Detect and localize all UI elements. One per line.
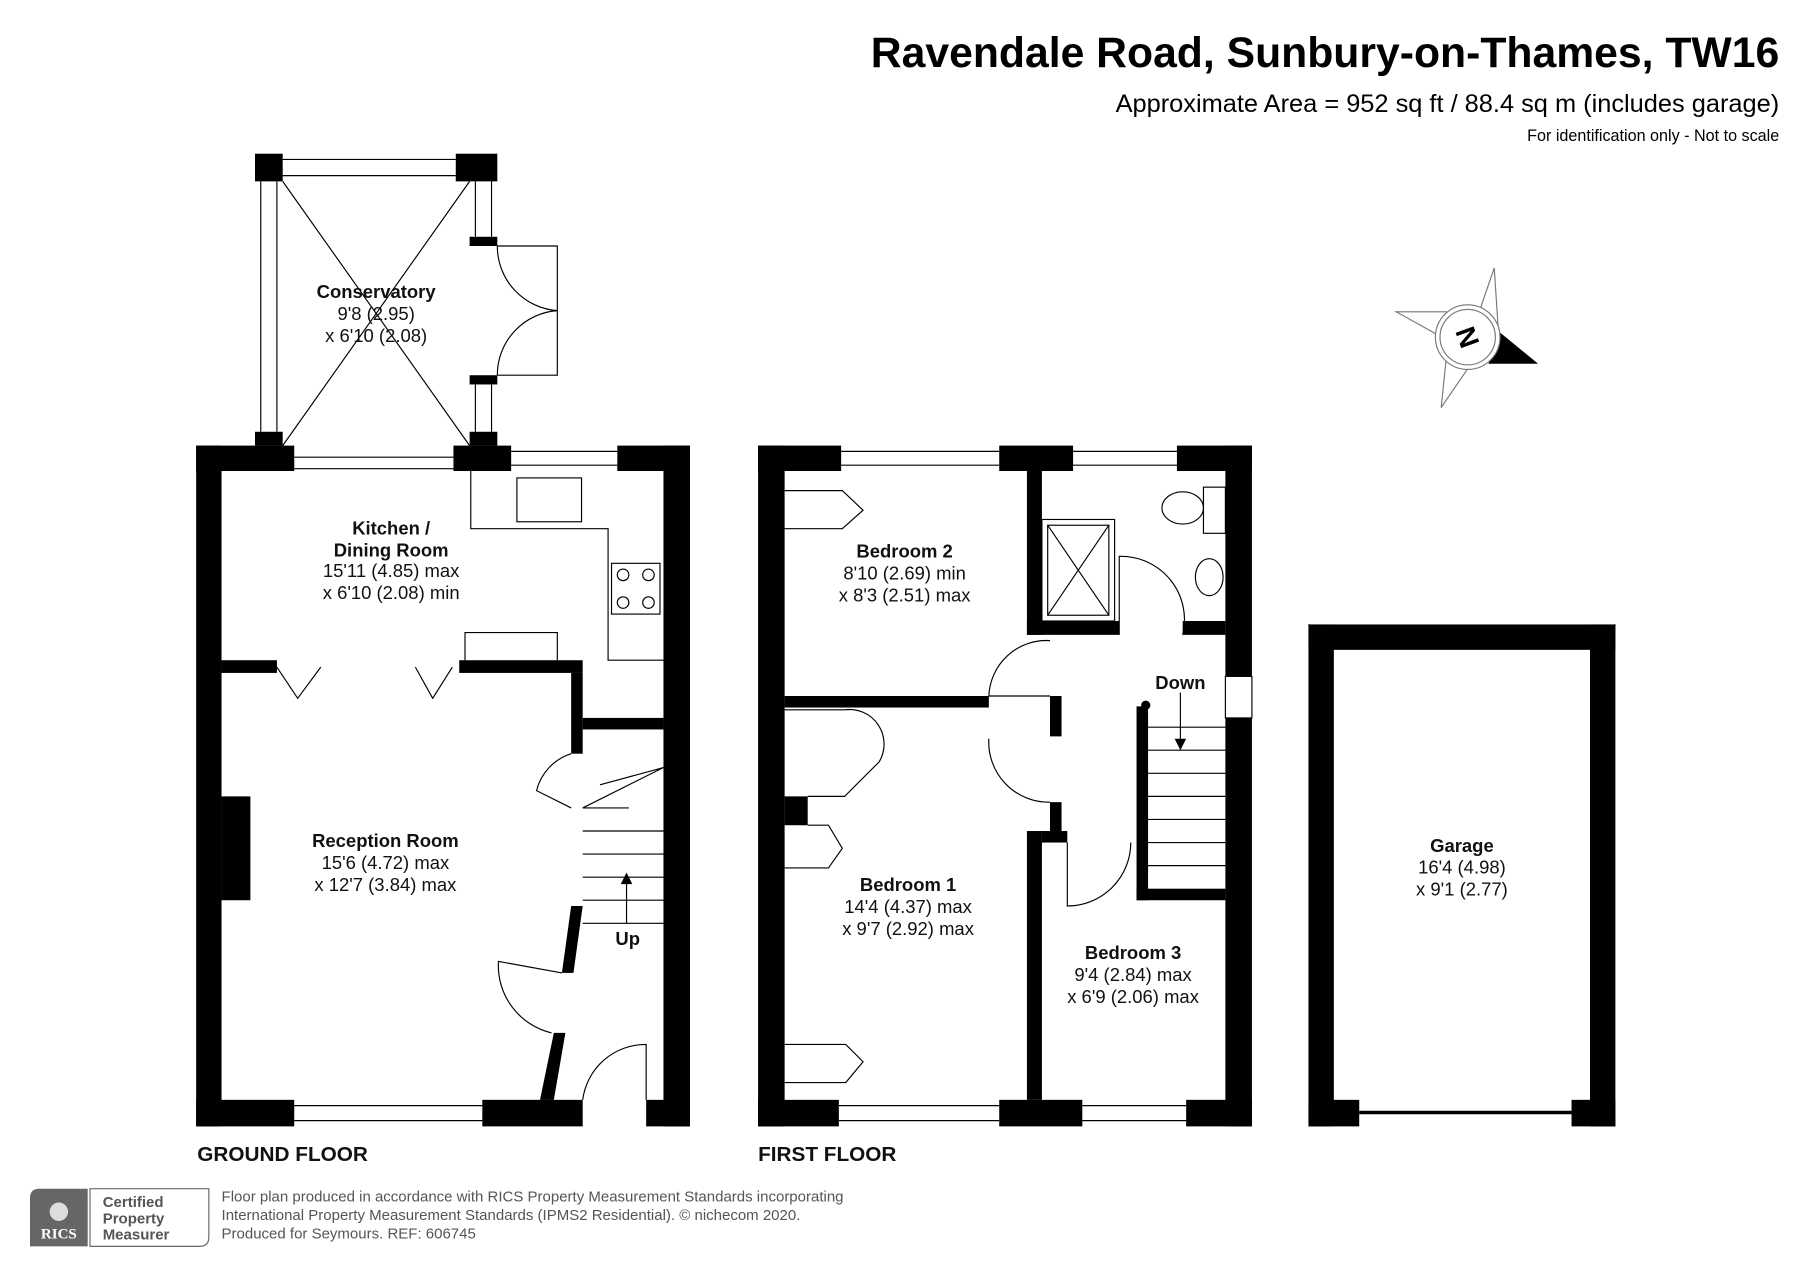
first-floor-walls xyxy=(758,445,1253,1127)
svg-text:9'8 (2.95): 9'8 (2.95) xyxy=(337,303,414,324)
footer-line-1: Floor plan produced in accordance with R… xyxy=(222,1188,844,1205)
rics-badge: RICS Certified Property Measurer xyxy=(30,1188,210,1247)
stairs-down-label: Down xyxy=(1155,672,1205,693)
svg-text:Dining Room: Dining Room xyxy=(334,539,449,560)
room-name-garage: Garage xyxy=(1430,835,1494,856)
room-name-bedroom-3: Bedroom 3 xyxy=(1085,942,1181,963)
svg-text:Property: Property xyxy=(103,1210,165,1227)
room-name-conservatory: Conservatory xyxy=(317,281,437,302)
stairs-up xyxy=(582,766,664,924)
footer-line-2: International Property Measurement Stand… xyxy=(222,1207,801,1224)
svg-text:x 6'10 (2.08) min: x 6'10 (2.08) min xyxy=(323,582,460,603)
footer-line-3: Produced for Seymours. REF: 606745 xyxy=(222,1225,476,1242)
garage xyxy=(1308,624,1616,1127)
svg-text:Certified: Certified xyxy=(103,1194,164,1211)
svg-text:15'11 (4.85) max: 15'11 (4.85) max xyxy=(323,560,460,581)
svg-text:x 8'3 (2.51) max: x 8'3 (2.51) max xyxy=(839,584,971,605)
conservatory xyxy=(255,153,558,446)
stairs-down xyxy=(1141,692,1226,867)
north-arrow-icon: N xyxy=(1393,267,1539,408)
svg-text:14'4 (4.37) max: 14'4 (4.37) max xyxy=(844,896,972,917)
svg-text:9'4 (2.84) max: 9'4 (2.84) max xyxy=(1074,964,1192,985)
disclaimer: For identification only - Not to scale xyxy=(1527,127,1779,145)
room-name-kitchen: Kitchen / xyxy=(352,517,430,538)
svg-text:RICS: RICS xyxy=(41,1226,77,1242)
svg-text:x 12'7 (3.84) max: x 12'7 (3.84) max xyxy=(314,874,457,895)
svg-text:x 9'7 (2.92) max: x 9'7 (2.92) max xyxy=(842,918,974,939)
room-name-reception: Reception Room xyxy=(312,830,459,851)
area-text: Approximate Area = 952 sq ft / 88.4 sq m… xyxy=(1116,90,1780,118)
svg-text:x 6'10 (2.08): x 6'10 (2.08) xyxy=(325,325,427,346)
title: Ravendale Road, Sunbury-on-Thames, TW16 xyxy=(871,29,1779,77)
ground-floor-label: GROUND FLOOR xyxy=(197,1143,368,1166)
svg-text:x 9'1 (2.77): x 9'1 (2.77) xyxy=(1416,879,1508,900)
room-name-bedroom-2: Bedroom 2 xyxy=(856,541,952,562)
room-name-bedroom-1: Bedroom 1 xyxy=(860,874,956,895)
svg-text:Measurer: Measurer xyxy=(103,1226,170,1243)
first-floor-label: FIRST FLOOR xyxy=(758,1143,896,1166)
svg-text:x 6'9 (2.06) max: x 6'9 (2.06) max xyxy=(1067,986,1199,1007)
svg-text:16'4 (4.98): 16'4 (4.98) xyxy=(1418,857,1506,878)
svg-text:8'10 (2.69) min: 8'10 (2.69) min xyxy=(843,562,966,583)
ground-floor-walls xyxy=(196,445,690,1127)
svg-text:15'6 (4.72) max: 15'6 (4.72) max xyxy=(322,852,450,873)
stairs-up-label: Up xyxy=(615,928,640,949)
